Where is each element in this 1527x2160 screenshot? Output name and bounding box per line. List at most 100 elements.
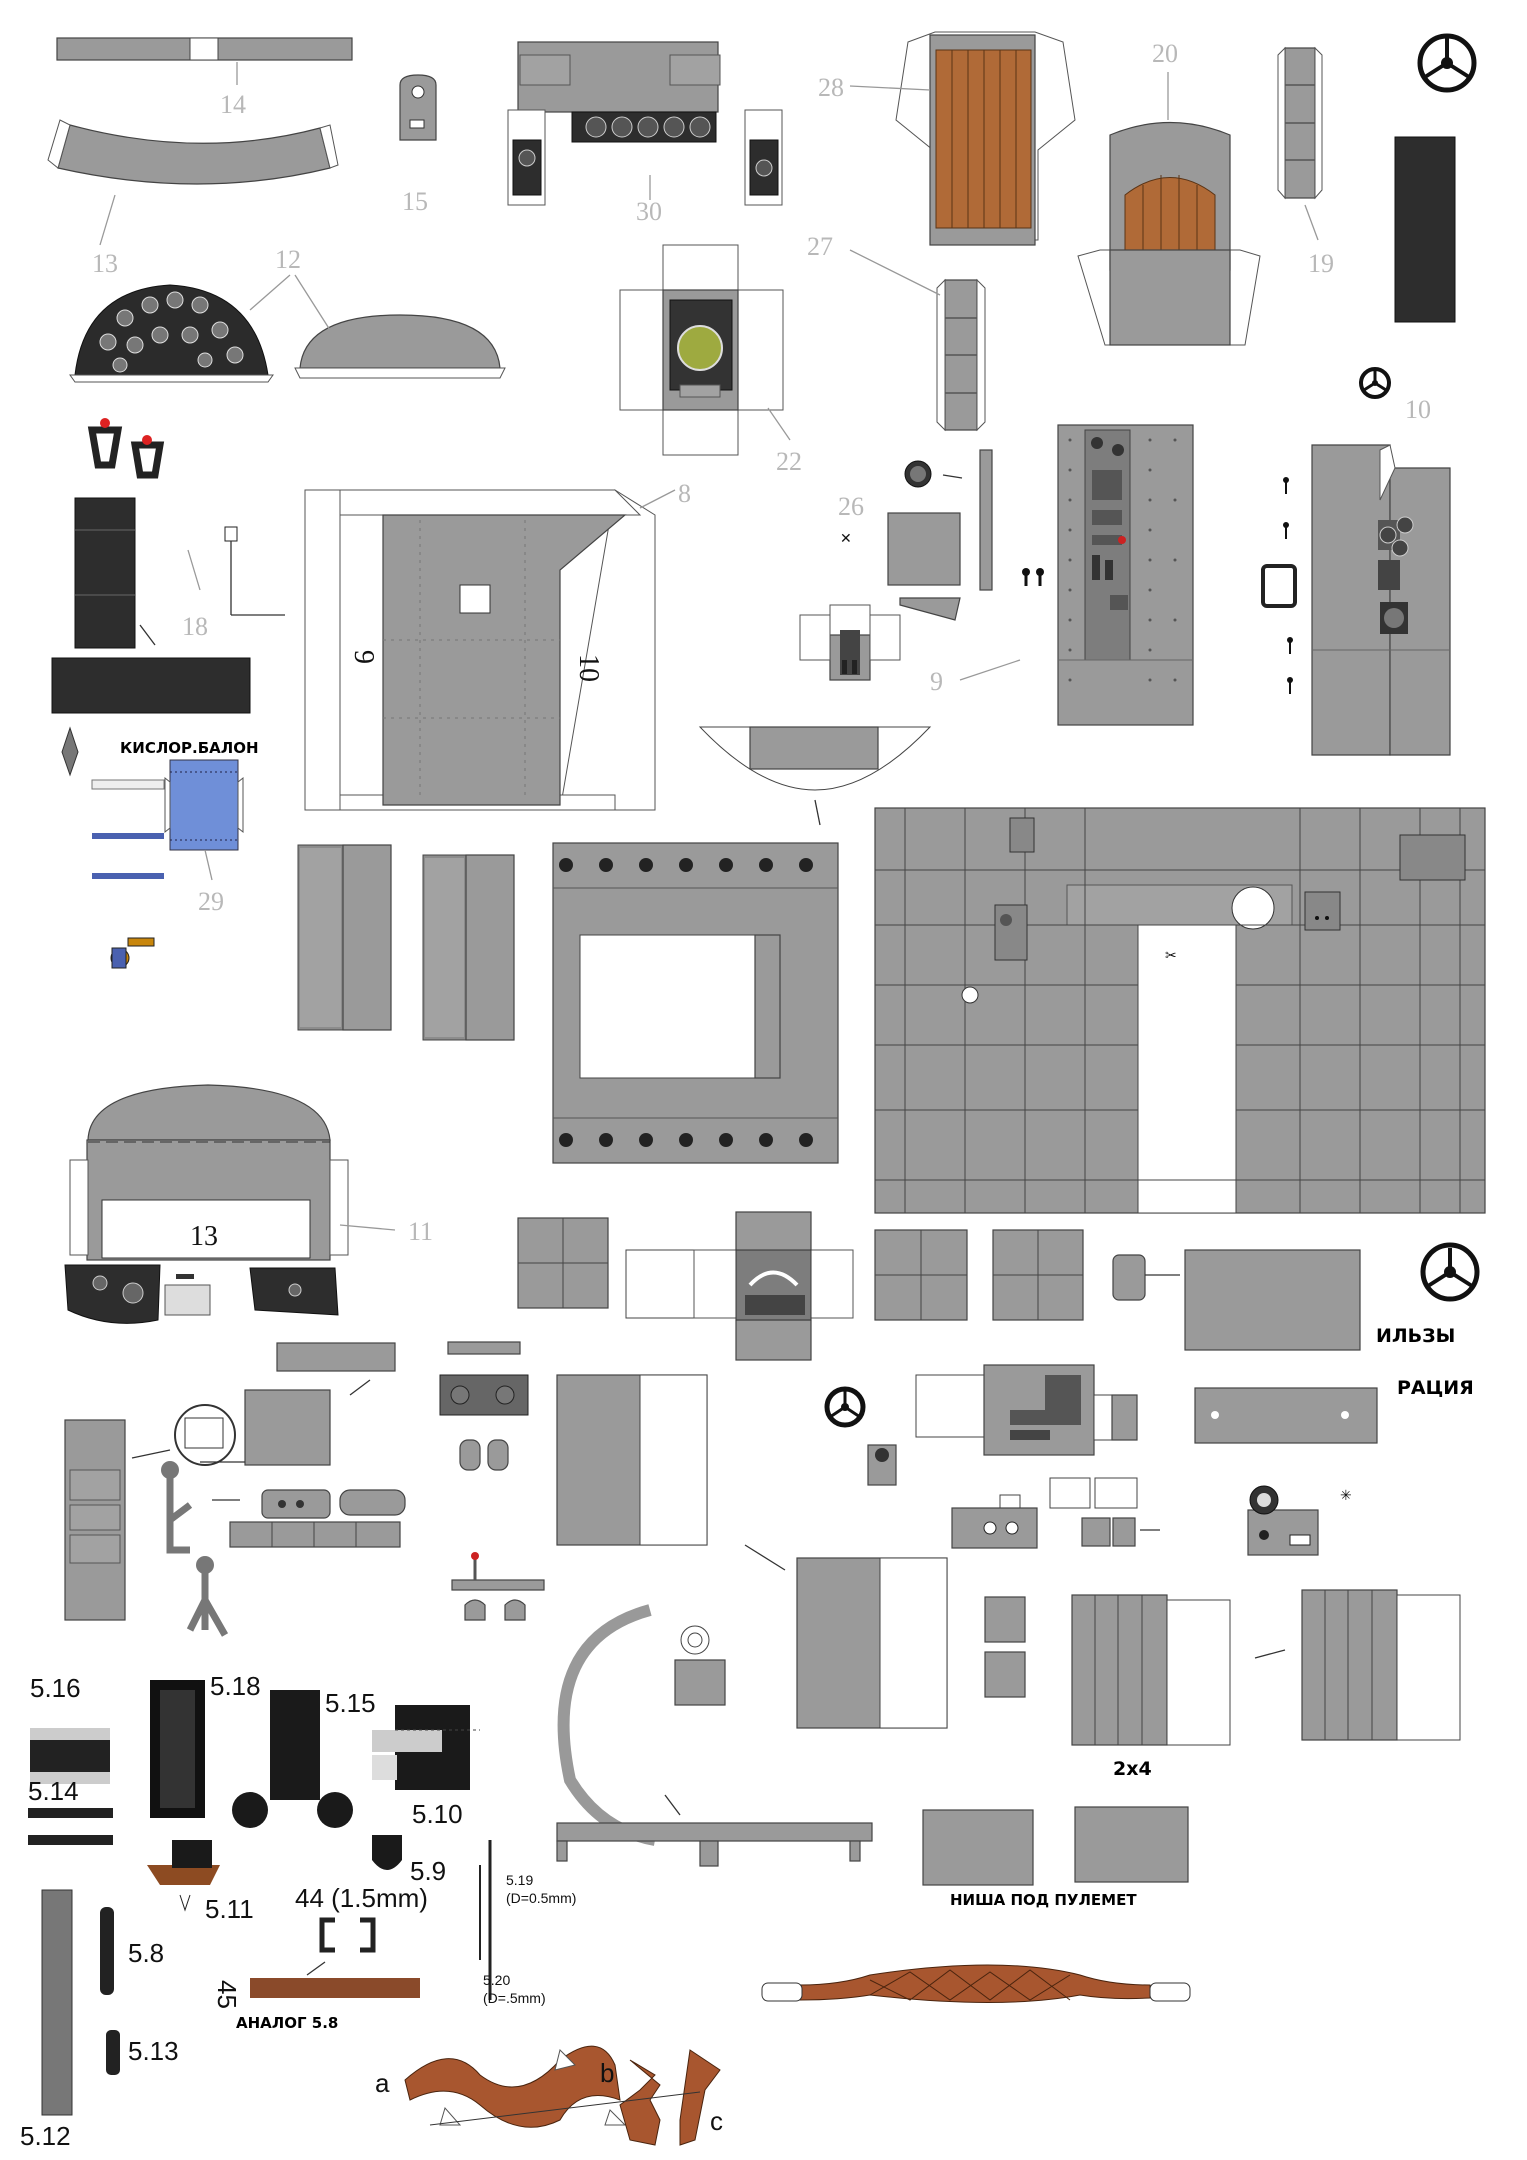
part-10-wall-panel	[1261, 444, 1451, 756]
part-10-label: 10	[1405, 395, 1431, 424]
dark-tall-block	[74, 497, 156, 649]
part-5-18	[150, 1680, 205, 1818]
part-5-12	[41, 1889, 73, 2116]
bulkhead-panel: ✂	[874, 807, 1486, 1214]
part-5-13	[106, 2030, 120, 2075]
ilzy-label: ИЛЬЗЫ	[1376, 1325, 1455, 1347]
part-45-label: 45	[212, 1980, 242, 2009]
part-29-label: 29	[198, 887, 224, 916]
gauge-part-small	[674, 1625, 726, 1706]
sling-strap	[761, 1964, 1191, 2003]
valve-icon	[110, 937, 155, 969]
box-2x4-a	[1071, 1594, 1231, 1746]
radio-label: РАЦИЯ	[1397, 1377, 1474, 1399]
part-19-strip: 19	[1277, 46, 1334, 278]
part-26-label: 26	[838, 492, 864, 521]
part-5-10	[372, 1705, 480, 1790]
box-2x4-b	[1301, 1589, 1461, 1741]
box-rounded	[1112, 1249, 1361, 1351]
part-27-label: 27	[807, 232, 833, 261]
small-knob-part	[867, 1444, 897, 1486]
analog-label: АНАЛОГ 5.8	[236, 2014, 338, 2032]
steering-wheel-icon	[1417, 33, 1477, 93]
box-split-1	[556, 1374, 708, 1546]
panel-label-left: 9	[348, 650, 379, 664]
svg-text:✂: ✂	[1165, 947, 1177, 963]
bent-rods	[161, 1461, 240, 1637]
svg-text:✳: ✳	[1340, 1487, 1352, 1503]
bench-part	[556, 1822, 873, 1867]
oxygen-bottle: КИСЛОР.БАЛОН 29	[61, 726, 259, 916]
part-11-label: 11	[408, 1217, 433, 1246]
part-28-label: 28	[818, 73, 844, 102]
part-14-label: 14	[220, 90, 246, 119]
part-15-label: 15	[402, 187, 428, 216]
arc-piece	[698, 726, 932, 826]
harness-strap-a-b-c	[404, 2045, 721, 2146]
part-15-bracket: 15	[399, 74, 437, 216]
part-30-instrument-box: 30	[507, 41, 783, 226]
part-5-11	[147, 1840, 220, 1912]
part-22-label: 22	[776, 447, 802, 476]
part-45-bar	[250, 1978, 420, 1998]
part-9-wall-panel	[1057, 424, 1194, 726]
part-5-12-label: 5.12	[20, 2121, 71, 2151]
oxygen-label: КИСЛОР.БАЛОН	[120, 739, 259, 757]
part-5-19-5-20	[479, 1840, 492, 2000]
part-20-seat-back: 20	[1077, 39, 1261, 346]
radio-box	[915, 1364, 1138, 1456]
part-22-gauge-box: 22	[619, 244, 802, 476]
part-5-8	[100, 1907, 114, 1995]
part-5-14-label: 5.14	[28, 1776, 79, 1806]
small-box-a	[984, 1596, 1026, 1643]
part-5-19-dia: (D=0.5mm)	[506, 1890, 576, 1906]
strap-label-b: b	[600, 2058, 614, 2088]
part-5-14-strip-a	[28, 1808, 113, 1818]
part-26-group: 26 ✕ 9	[799, 449, 1044, 696]
part-14-strip: 14	[56, 37, 353, 119]
part-5-15	[232, 1690, 353, 1828]
part-27-strip: 27	[807, 232, 986, 432]
part-5-9-label: 5.9	[410, 1856, 446, 1886]
radio-panel	[1194, 1387, 1378, 1444]
mesh-panel-2	[422, 854, 515, 1041]
part-5-9	[372, 1835, 402, 1870]
panel-13-label: 13	[190, 1221, 218, 1252]
part-8-label: 8	[678, 479, 691, 508]
part-5-11-label: 5.11	[205, 1894, 254, 1924]
part-12-instrument-panel: 12	[69, 245, 506, 383]
tall-box-left	[64, 1389, 331, 1621]
part-44-clip	[306, 1917, 376, 1976]
part-11-panel: 13 11	[64, 1084, 433, 1324]
part-5-19-label: 5.19	[506, 1872, 533, 1888]
part-5-14-strip-b	[28, 1835, 113, 1845]
qty-label: 2x4	[1113, 1758, 1152, 1780]
strap-label-a: a	[375, 2068, 390, 2098]
part-5-10-label: 5.10	[412, 1799, 463, 1829]
svg-text:✕: ✕	[840, 530, 852, 546]
part-18-label: 18	[182, 612, 208, 641]
small-box-b	[984, 1651, 1026, 1698]
radio-small-boxes	[951, 1477, 1160, 1549]
part-13-curved-strip: 13	[47, 119, 339, 278]
gauge-strip	[229, 1489, 406, 1548]
part-13-label: 13	[92, 249, 118, 278]
part-5-16	[30, 1728, 110, 1784]
part-5-16-label: 5.16	[30, 1673, 81, 1703]
part-44-bracket	[439, 1341, 529, 1471]
steering-wheel-icon-2	[1420, 1242, 1480, 1302]
panel-label-right: 10	[573, 654, 604, 682]
small-wheel-icon	[1359, 367, 1391, 399]
strap-label-c: c	[710, 2106, 723, 2136]
lever-set	[451, 1552, 545, 1621]
part-5-13-label: 5.13	[128, 2036, 179, 2066]
part-5-8-label: 5.8	[128, 1938, 164, 1968]
part-28-seat-wood: 28	[818, 31, 1076, 246]
radio-device: ✳	[1247, 1485, 1352, 1556]
part-9-label: 9	[930, 667, 943, 696]
curved-rail	[557, 1604, 657, 1846]
dark-block-1	[1394, 136, 1456, 323]
part-5-20-dia: (D=.5mm)	[483, 1990, 546, 2006]
part-5-20-label: 5.20	[483, 1972, 510, 1988]
